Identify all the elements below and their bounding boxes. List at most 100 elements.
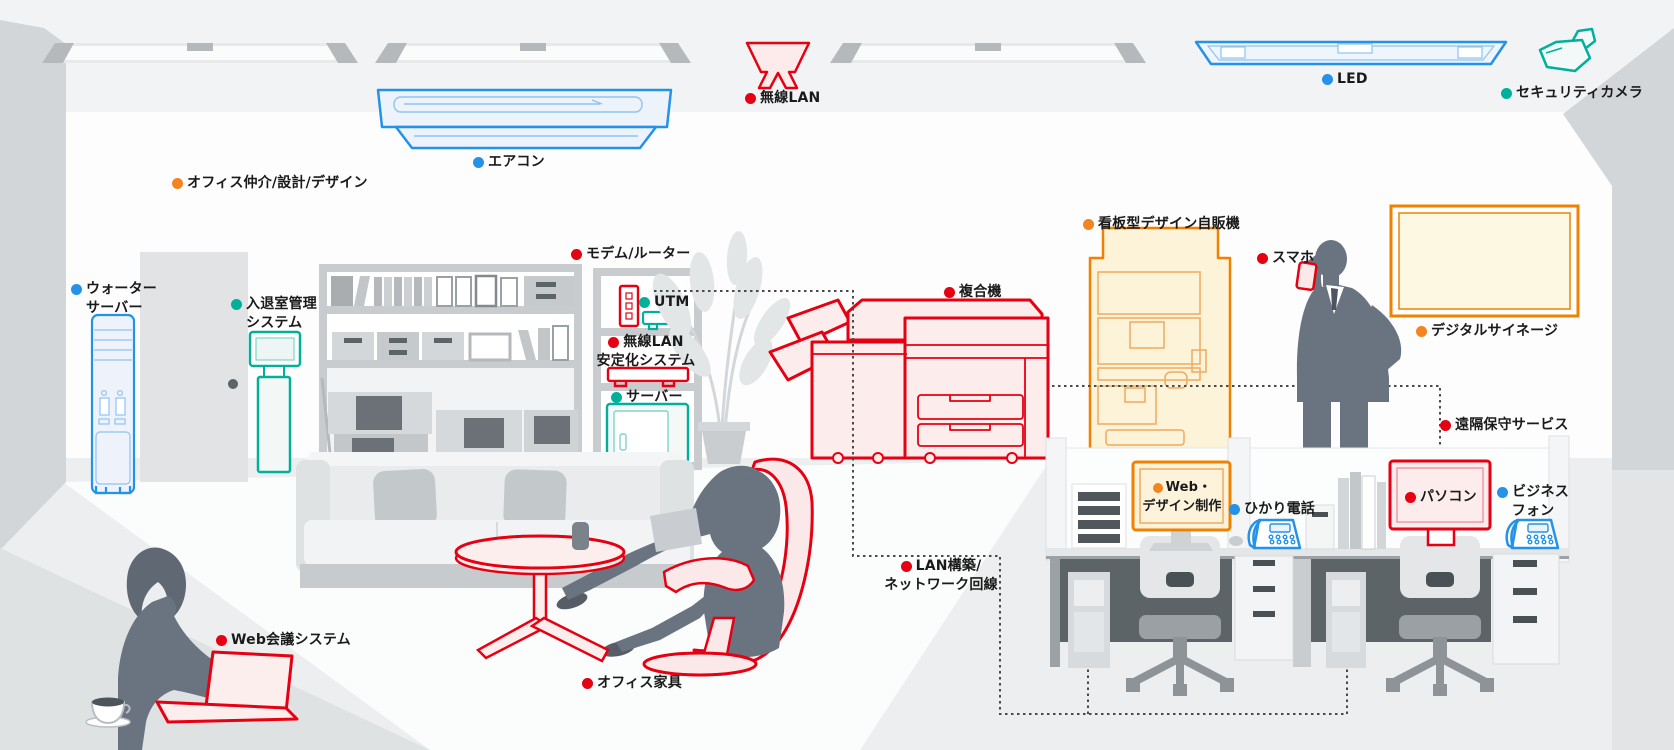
legend-dot (944, 286, 955, 298)
door-knob (228, 379, 238, 389)
label-pc: パソコン (1405, 487, 1477, 507)
legend-dot (71, 284, 82, 295)
security-camera-icon (1538, 27, 1597, 73)
label-text: システム (246, 315, 303, 331)
label-text: モデム/ルーター (586, 246, 691, 262)
seated-businessman (556, 465, 785, 658)
drawer-pedestal (1234, 555, 1294, 661)
legend-dot (216, 634, 227, 646)
hikari-phone-icon (1247, 518, 1302, 550)
label-text: 入退室管理 (246, 296, 317, 312)
lan-stabilizer-device-icon (606, 366, 690, 388)
monitor-pc (1388, 459, 1492, 547)
vending-machine-icon (1088, 226, 1232, 454)
label-text: ネットワーク回線 (884, 577, 998, 593)
label-text: Web・ (1165, 480, 1212, 495)
legend-dot (1322, 73, 1333, 85)
label-mfp: 複合機 (944, 282, 1002, 302)
laptop-icon (155, 650, 299, 724)
entry-management-kiosk-icon (248, 330, 302, 474)
label-text: デザイン制作 (1142, 499, 1222, 514)
label-modem-router: モデム/ルーター (571, 244, 690, 264)
legend-dot (1229, 503, 1240, 515)
legend-dot (639, 296, 650, 308)
label-text: 看板型デザイン自販機 (1098, 216, 1240, 232)
smart-speaker-icon (572, 522, 589, 550)
legend-dot (571, 248, 582, 260)
legend-dot (1083, 218, 1094, 230)
desk-island (1045, 435, 1570, 696)
label-business-phone: ビジネス フォン (1494, 483, 1572, 521)
lounge-set (454, 457, 814, 677)
legend-dot (745, 92, 756, 104)
label-server: サーバー (611, 387, 683, 407)
coffee-cup-icon (85, 697, 131, 728)
desk-partition (1045, 437, 1067, 561)
label-text: ウォーター (86, 281, 157, 297)
woman-at-laptop (85, 547, 299, 750)
label-text: エアコン (488, 154, 545, 170)
label-lan-network: LAN構築/ ネットワーク回線 (876, 557, 1006, 595)
plant (652, 231, 791, 464)
drawer-pedestal (1492, 553, 1560, 665)
modem-icon (618, 284, 640, 328)
legend-dot (172, 177, 183, 189)
label-office-design: オフィス仲介/設計/デザイン (172, 173, 368, 193)
wireless-lan-ap-icon (745, 41, 811, 90)
label-led: LED (1322, 69, 1368, 89)
label-utm: UTM (639, 292, 689, 312)
label-text: 安定化システム (596, 353, 696, 369)
label-text: オフィス仲介/設計/デザイン (187, 175, 368, 191)
business-phone-icon (1505, 518, 1560, 550)
label-text: サーバー (626, 389, 683, 405)
label-web-design: Web・ デザイン制作 (1135, 478, 1229, 516)
standing-businessman (1295, 240, 1402, 455)
label-remote-maintenance: 遠隔保守サービス (1440, 415, 1569, 435)
air-conditioner-icon (376, 88, 673, 150)
label-signage: デジタルサイネージ (1416, 321, 1558, 341)
legend-dot (473, 156, 484, 168)
legend-dot (231, 299, 242, 310)
legend-dot (608, 337, 620, 348)
led-light-icon (1194, 40, 1508, 66)
binder-shelf (1071, 483, 1127, 549)
label-text: LED (1337, 71, 1368, 87)
label-wireless-lan: 無線LAN (745, 88, 820, 108)
legend-dot (582, 677, 593, 689)
digital-signage-icon (1389, 204, 1580, 318)
label-text: スマホ (1272, 250, 1315, 266)
multifunction-printer-icon (768, 298, 1050, 464)
legend-dot (1440, 419, 1451, 431)
label-text: 無線LAN (760, 90, 821, 106)
desk-books (1305, 472, 1386, 550)
label-smartphone: スマホ (1257, 248, 1314, 268)
label-hikari-phone: ひかり電話 (1229, 499, 1315, 519)
label-web-meeting: Web会議システム (216, 630, 351, 650)
lounge-chair-arm (662, 557, 756, 594)
label-text: Web会議システム (231, 632, 351, 648)
door (140, 252, 248, 482)
label-text: ビジネス (1512, 484, 1569, 500)
mouse-icon (1229, 536, 1243, 546)
label-entry-system: 入退室管理 システム (231, 295, 317, 333)
legend-dot (1497, 487, 1509, 498)
network-dotted-line-lan (654, 290, 1348, 715)
monitor-web-design (1131, 460, 1232, 551)
label-security-camera: セキュリティカメラ (1501, 83, 1643, 103)
smartphone-icon (1295, 261, 1318, 291)
label-text: 無線LAN (623, 334, 684, 350)
legend-dot (611, 391, 622, 403)
legend-dot (1501, 87, 1512, 99)
label-text: サーバー (86, 300, 143, 316)
water-server-icon (90, 313, 136, 495)
legend-dot (1152, 482, 1163, 493)
label-office-furniture: オフィス家具 (582, 673, 682, 693)
round-table-icon (454, 522, 626, 663)
label-vending: 看板型デザイン自販機 (1083, 214, 1240, 234)
label-aircon: エアコン (473, 152, 545, 172)
legend-dot (1416, 325, 1427, 337)
legend-dot (1257, 252, 1268, 264)
label-text: デジタルサイネージ (1431, 323, 1559, 339)
